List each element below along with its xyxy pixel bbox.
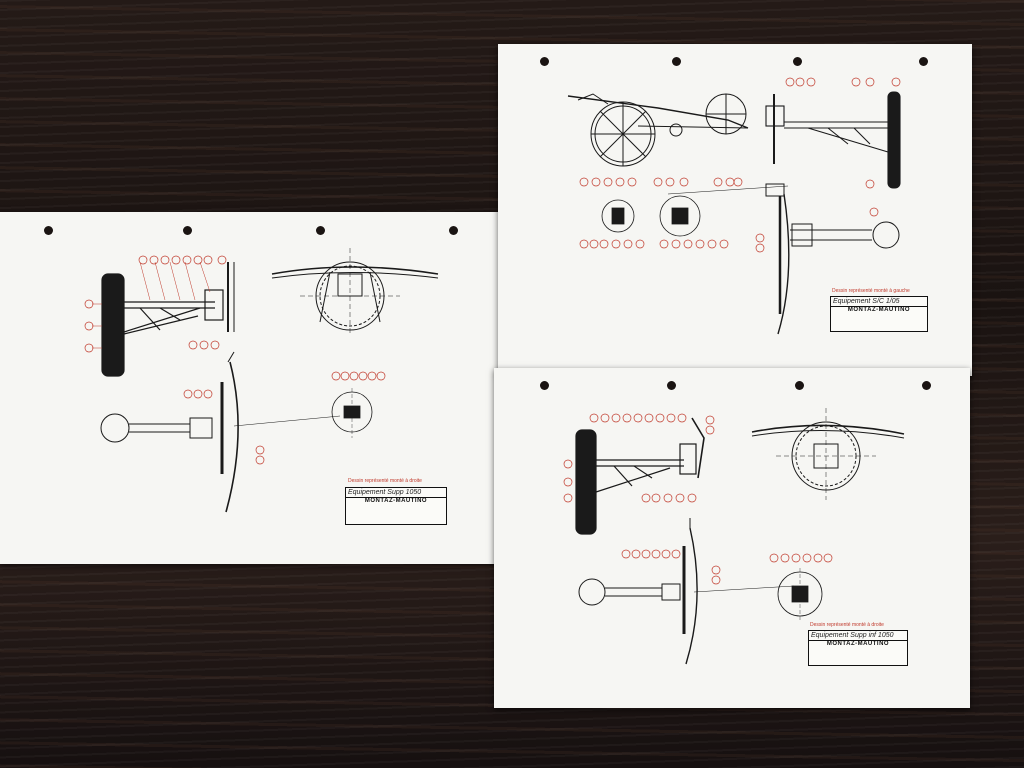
punch-hole — [667, 381, 676, 390]
punch-hole — [183, 226, 192, 235]
punch-hole — [44, 226, 53, 235]
title-block: Equipement S/C 1/05 MONTAZ-MAUTINO — [830, 296, 928, 332]
title-block-title: Equipement Supp 1050 — [346, 488, 446, 498]
title-block-company: MONTAZ-MAUTINO — [826, 641, 890, 647]
punch-hole — [316, 226, 325, 235]
technical-drawing-bottom-right — [563, 408, 905, 665]
drawing-sheet-bottom-right: Dessin représenté monté à droite Equipem… — [494, 368, 970, 708]
punch-hole — [672, 57, 681, 66]
title-block-company: MONTAZ-MAUTINO — [847, 307, 911, 313]
title-block: Equipement Supp 1050 MONTAZ-MAUTINO — [345, 487, 447, 525]
title-block: Equipement Supp inf 1050 MONTAZ-MAUTINO — [808, 630, 908, 666]
punch-hole — [540, 381, 549, 390]
technical-drawing-left — [84, 248, 439, 513]
punch-hole — [540, 57, 549, 66]
title-block-title: Equipement Supp inf 1050 — [809, 631, 907, 641]
title-block-title: Equipement S/C 1/05 — [831, 297, 927, 307]
punch-hole — [793, 57, 802, 66]
punch-hole — [919, 57, 928, 66]
technical-drawing-top-right — [567, 77, 901, 335]
drawing-sheet-top-right: Dessin représenté monté à gauche Equipem… — [498, 44, 972, 376]
punch-hole — [922, 381, 931, 390]
drawing-sheet-left: Dessin représenté monté à droite Equipem… — [0, 212, 500, 564]
title-block-company: MONTAZ-MAUTINO — [364, 498, 428, 504]
sheet-caption: Dessin représenté monté à droite — [810, 622, 884, 628]
punch-hole — [449, 226, 458, 235]
sheet-caption: Dessin représenté monté à gauche — [832, 288, 910, 294]
punch-hole — [795, 381, 804, 390]
sheet-caption: Dessin représenté monté à droite — [348, 478, 422, 484]
